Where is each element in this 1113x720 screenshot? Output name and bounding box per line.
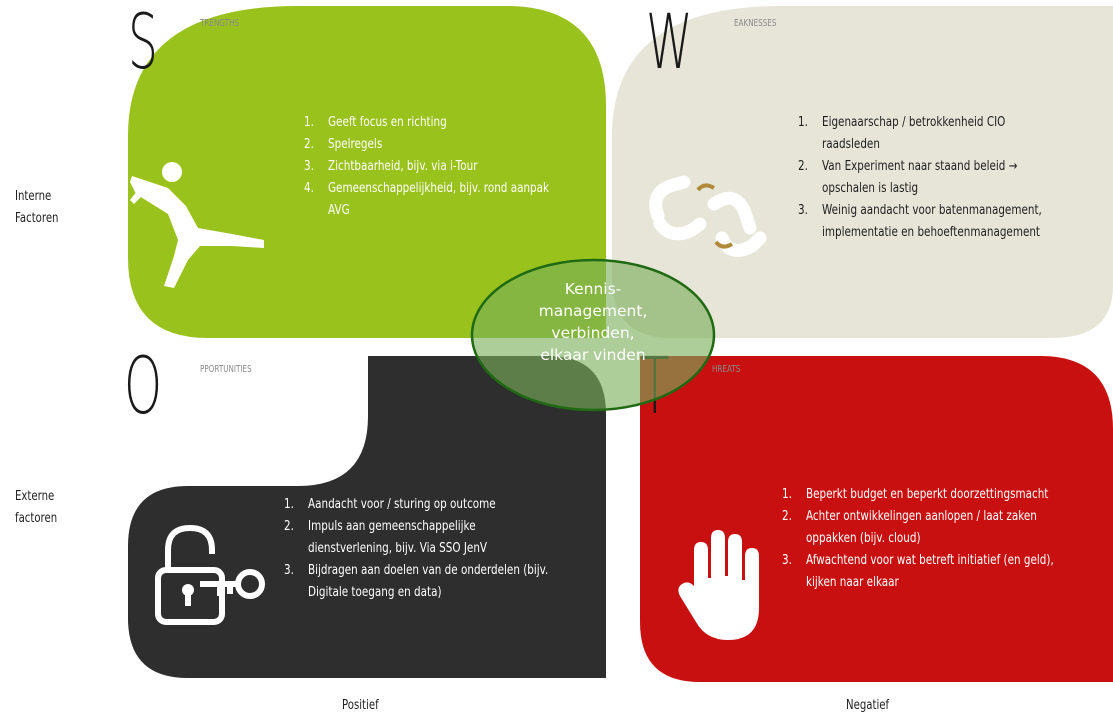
list-item: 3.Weinig aandacht voor batenmanagement, …	[798, 203, 1042, 240]
positief-label: Positief	[342, 698, 379, 713]
list-item: 1.Aandacht voor / sturing op outcome	[284, 497, 496, 512]
list-item: 2.Spelregels	[304, 137, 383, 152]
list-item: 3.Bijdragen aan doelen van de onderdelen…	[284, 563, 549, 600]
center-ellipse-shape	[470, 258, 716, 412]
list-item: 1.Geeft focus en richting	[304, 115, 447, 130]
list-item: 4.Gemeenschappelijkheid, bijv. rond aanp…	[304, 181, 550, 218]
weaknesses-caption: EAKNESSES	[734, 18, 777, 29]
list-item: 1.Beperkt budget en beperkt doorzettings…	[782, 487, 1049, 502]
strengths-letter: S	[128, 0, 158, 86]
stop-hand-icon	[678, 530, 759, 640]
list-item: 2.Achter ontwikkelingen aanlopen / laat …	[782, 509, 1037, 546]
open-padlock-key-icon	[155, 524, 265, 625]
center-ellipse: Kennis- management, verbinden, elkaar vi…	[470, 258, 716, 412]
opportunities-letter: O	[124, 342, 163, 432]
broken-chain-icon	[649, 175, 767, 257]
strengths-shape	[128, 6, 606, 338]
stretching-person-icon	[130, 162, 264, 288]
threats-list: 1.Beperkt budget en beperkt doorzettings…	[782, 484, 1090, 594]
weaknesses-letter: W	[646, 0, 693, 86]
list-item: 1.Eigenaarschap / betrokkenheid CIO raad…	[798, 115, 1006, 152]
strengths-list: 1.Geeft focus en richting 2.Spelregels 3…	[304, 112, 568, 222]
center-ellipse-text: Kennis- management, verbinden, elkaar vi…	[538, 280, 648, 364]
negatief-label: Negatief	[846, 698, 890, 713]
opportunities-list: 1.Aandacht voor / sturing op outcome 2.I…	[284, 494, 560, 604]
externe-factoren-label: Externe factoren	[15, 489, 58, 526]
strengths-caption: TRENGTHS	[200, 18, 240, 29]
weaknesses-list: 1.Eigenaarschap / betrokkenheid CIO raad…	[798, 112, 1086, 244]
list-item: 3.Afwachtend voor wat betreft initiatief…	[782, 553, 1054, 590]
opportunities-caption: PPORTUNITIES	[200, 364, 252, 375]
list-item: 2.Impuls aan gemeenschappelijke dienstve…	[284, 519, 488, 556]
threats-caption: HREATS	[712, 364, 741, 375]
list-item: 2.Van Experiment naar staand beleid → op…	[798, 159, 1018, 196]
interne-factoren-label: Interne Factoren	[15, 189, 59, 226]
strengths-quadrant	[128, 6, 606, 338]
list-item: 3.Zichtbaarheid, bijv. via i-Tour	[304, 159, 478, 174]
